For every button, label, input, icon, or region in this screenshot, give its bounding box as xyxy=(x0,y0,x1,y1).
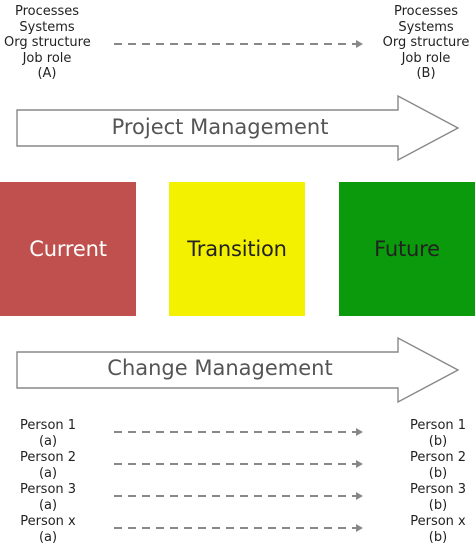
current-state-box: Current xyxy=(0,182,136,316)
attr-line-org-structure: Org structure xyxy=(4,35,91,50)
attr-line-marker: (A) xyxy=(37,66,57,81)
person-state: (a) xyxy=(38,465,58,481)
person-state: (b) xyxy=(428,465,448,481)
person-name: Person 1 xyxy=(19,418,77,433)
attr-line-processes: Processes xyxy=(393,4,459,19)
person-2-future: Person 2 (b) xyxy=(400,450,475,481)
transition-state-label: Transition xyxy=(187,237,287,261)
person-name: Person 2 xyxy=(19,450,77,465)
person-state: (b) xyxy=(428,529,448,545)
change-management-arrow xyxy=(16,336,460,404)
person-state: (b) xyxy=(428,433,448,449)
project-management-arrow xyxy=(16,94,460,162)
person-state: (a) xyxy=(38,433,58,449)
person-x-future: Person x (b) xyxy=(400,514,475,545)
attr-line-systems: Systems xyxy=(398,19,454,35)
person-name: Person 2 xyxy=(409,450,467,465)
current-state-attributes: Processes Systems Org structure Job role… xyxy=(4,4,91,82)
transition-state-box: Transition xyxy=(169,182,305,316)
person-name: Person 3 xyxy=(409,482,467,497)
person-3-current: Person 3 (a) xyxy=(10,482,86,513)
future-state-label: Future xyxy=(374,237,440,261)
person-1-current: Person 1 (a) xyxy=(10,418,86,449)
change-management-label: Change Management xyxy=(107,356,333,380)
attr-line-marker: (B) xyxy=(416,66,436,81)
attr-line-org-structure: Org structure xyxy=(382,35,470,50)
attr-line-job-role: Job role xyxy=(401,50,451,66)
attr-line-processes: Processes xyxy=(14,4,80,19)
attr-line-job-role: Job role xyxy=(22,50,72,66)
person-x-current: Person x (a) xyxy=(10,514,86,545)
future-state-attributes: Processes Systems Org structure Job role… xyxy=(380,4,472,82)
attr-line-systems: Systems xyxy=(19,19,75,35)
project-management-label: Project Management xyxy=(111,115,329,139)
person-state: (a) xyxy=(38,497,58,513)
person-1-future: Person 1 (b) xyxy=(400,418,475,449)
person-name: Person 3 xyxy=(19,482,77,497)
current-state-label: Current xyxy=(29,237,107,261)
person-name: Person x xyxy=(20,514,76,529)
person-3-future: Person 3 (b) xyxy=(400,482,475,513)
person-state: (a) xyxy=(38,529,58,545)
future-state-box: Future xyxy=(339,182,475,316)
person-name: Person x xyxy=(410,514,466,529)
person-2-current: Person 2 (a) xyxy=(10,450,86,481)
person-name: Person 1 xyxy=(409,418,467,433)
person-state: (b) xyxy=(428,497,448,513)
